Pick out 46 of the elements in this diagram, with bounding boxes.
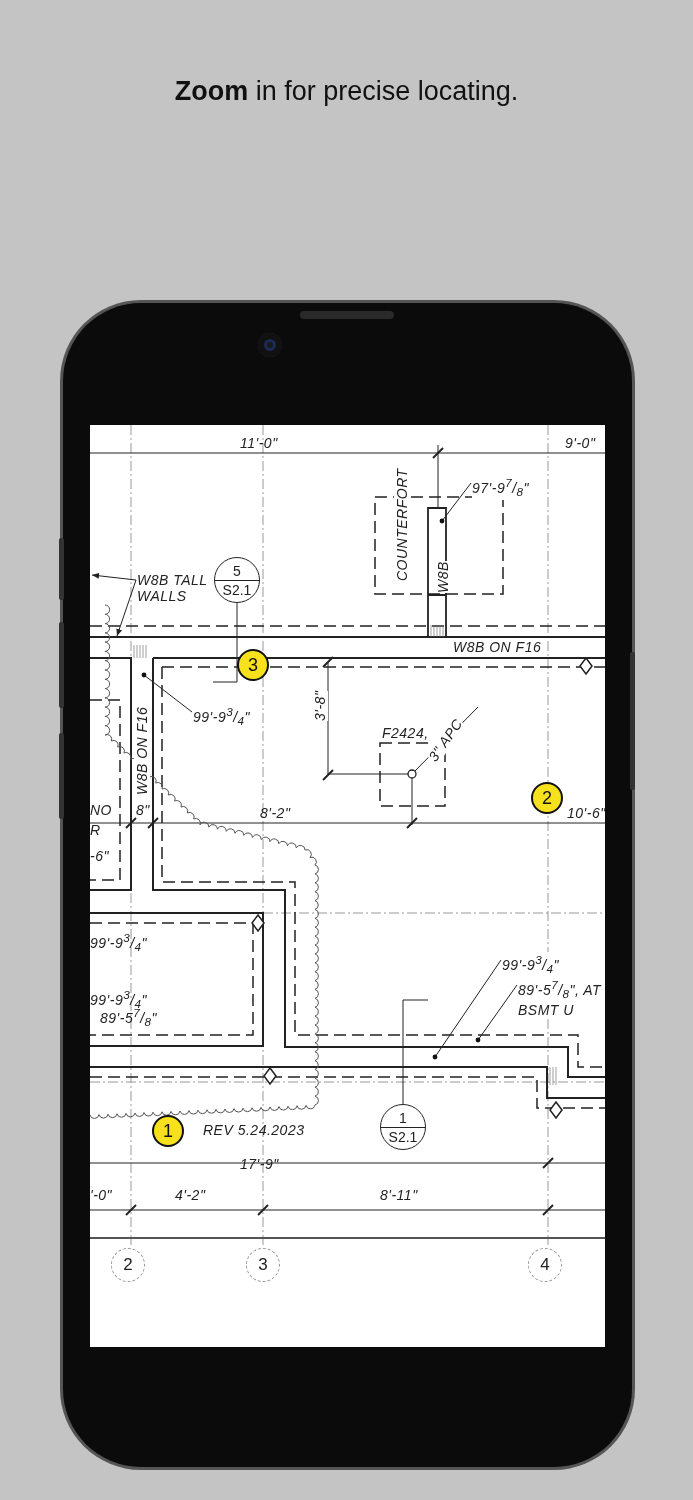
grid-bubble — [111, 1248, 145, 1282]
dimension-text: '-0" — [90, 1187, 113, 1203]
leader-line — [439, 482, 472, 524]
dimension-text: REV 5.24.2023 — [203, 1122, 305, 1138]
leader-line — [116, 579, 137, 637]
elevation-note: 99'-9$^{3}$/$_{4}$" — [502, 952, 560, 978]
callout-marker — [237, 649, 269, 681]
section-marker — [214, 557, 260, 603]
dimension-text: 11'-0" — [240, 435, 278, 451]
dimension-text: 8'-2" — [260, 805, 291, 821]
leader-line — [432, 959, 502, 1060]
dimension-text: 3'-8" — [312, 690, 328, 721]
elevation-note: W8B TALL WALLS — [137, 572, 209, 604]
leader-line — [475, 984, 518, 1043]
elevation-note: 89'-5$^{7}$/$_{8}$", AT BSMT U — [518, 977, 604, 1019]
detail-number: 1 — [381, 1108, 425, 1128]
callout-marker — [152, 1115, 184, 1147]
dimension-text: COUNTERFORT — [394, 468, 410, 581]
dimension-text: 99'-9$^{3}$/$_{4}$" — [90, 930, 148, 956]
sheet-number: S2.1 — [222, 580, 252, 599]
grid-number: 3 — [258, 1255, 268, 1275]
dimension-text: 4'-2" — [175, 1187, 206, 1203]
grid-bubble — [246, 1248, 280, 1282]
grid-number: 2 — [123, 1255, 133, 1275]
leader-line — [141, 672, 193, 713]
dimension-text: 8" — [136, 802, 150, 818]
dimension-text: W8B ON F16 — [134, 706, 150, 795]
callout-marker — [531, 782, 563, 814]
callout-number: 1 — [163, 1120, 173, 1142]
dimension-text: W8B — [435, 561, 451, 593]
section-marker — [380, 1104, 426, 1150]
dimension-text: R — [90, 822, 101, 838]
detail-number: 5 — [215, 561, 259, 581]
sheet-number: S2.1 — [388, 1127, 418, 1146]
leader-line — [91, 572, 137, 581]
dimension-text: NO — [90, 802, 112, 818]
heading: Zoom in for precise locating. — [173, 76, 520, 107]
callout-number: 3 — [248, 654, 258, 676]
dimension-text: 9'-0" — [565, 435, 596, 451]
dimension-text: 8'-11" — [380, 1187, 418, 1203]
dimension-text: 17'-9" — [240, 1156, 279, 1172]
dimension-text: W8B ON F16 — [453, 639, 542, 655]
grid-bubble — [528, 1248, 562, 1282]
callout-number: 2 — [542, 787, 552, 809]
dimension-text: -6" — [90, 848, 109, 864]
grid-number: 4 — [540, 1255, 550, 1275]
